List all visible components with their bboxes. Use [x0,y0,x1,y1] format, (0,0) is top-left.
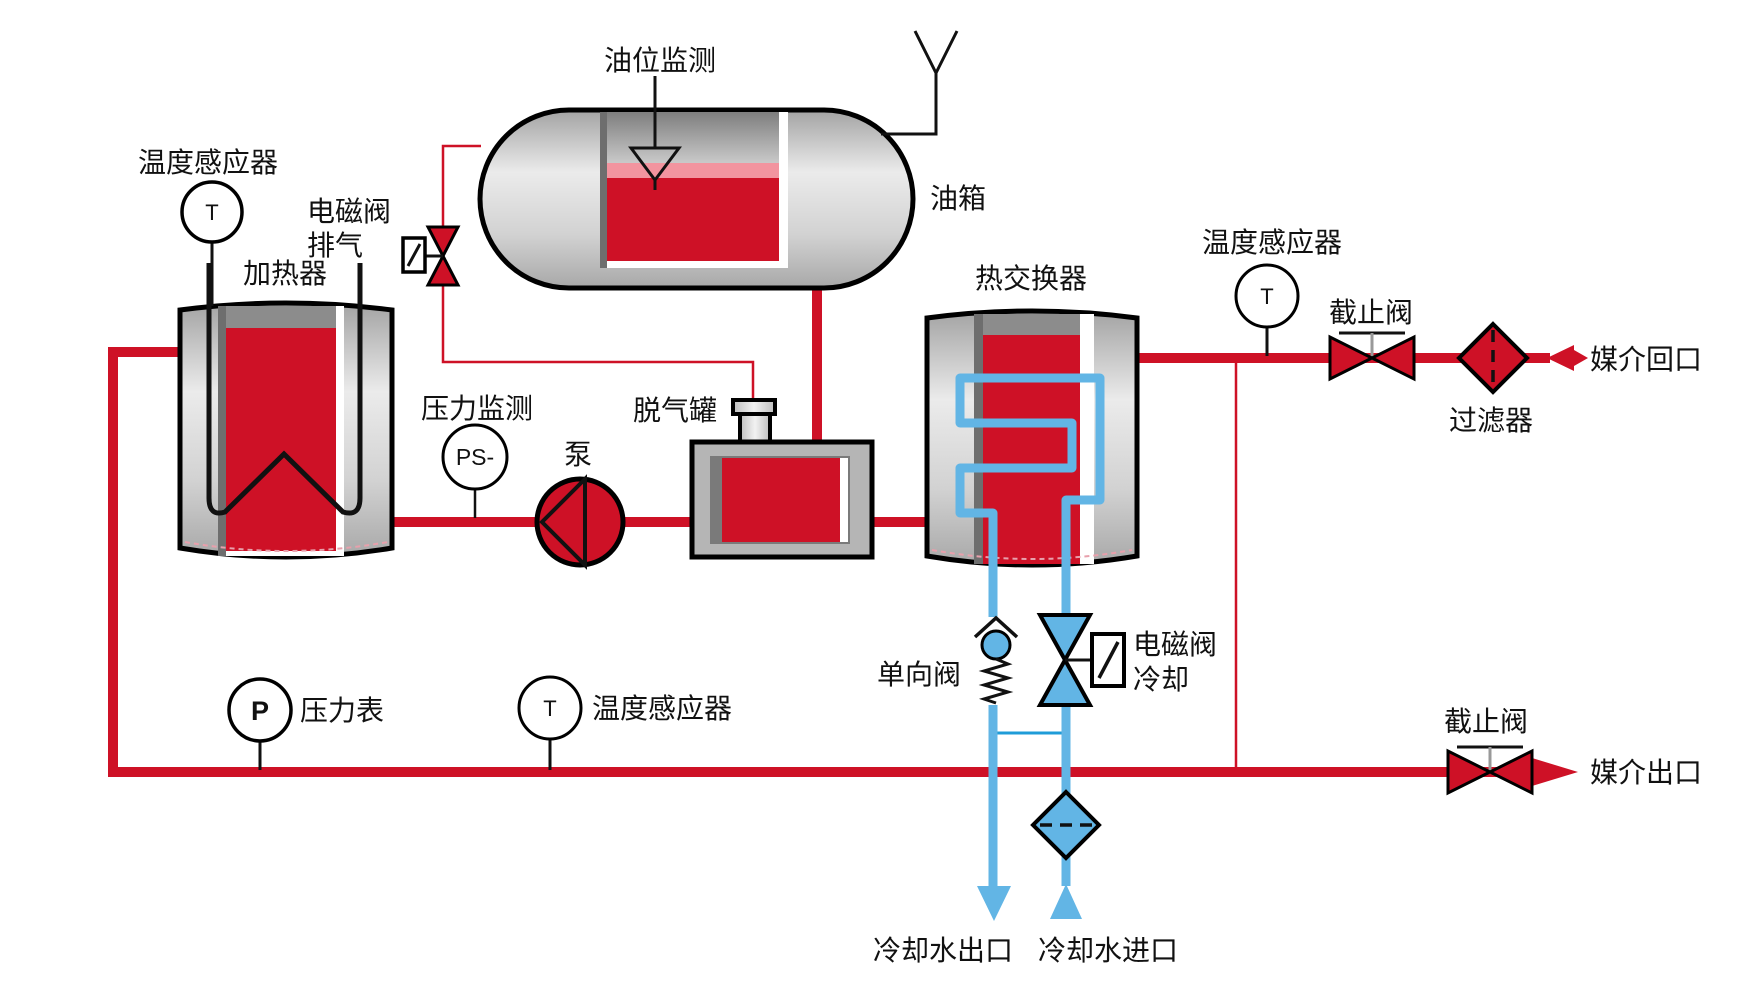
stop-valve-top-icon [1328,331,1416,382]
label-pump: 泵 [564,439,592,470]
heat-exchanger-vessel [924,308,1140,568]
pressure-switch-gauge: PS- [441,423,509,518]
exchanger-window-edge [974,314,983,564]
gauge-letter-t3: T [543,696,556,721]
label-cooling-water-outlet: 冷却水出口 [873,935,1013,966]
label-pressure-monitor: 压力监测 [421,393,533,424]
label-temp-sensor-top: 温度感应器 [138,147,278,178]
label-temp-sensor-right: 温度感应器 [1202,227,1342,258]
oil-tank-window-edge [600,112,607,268]
label-filter: 过滤器 [1449,405,1533,436]
label-solenoid-cooling-2: 冷却 [1133,664,1189,695]
pump-impeller [539,474,587,570]
label-heat-exchanger: 热交换器 [975,263,1087,294]
gauge-letter-p: P [251,696,269,726]
red-arrows [1532,345,1588,786]
label-oil-tank: 油箱 [930,183,986,214]
solenoid-valve-exhaust-icon [401,225,461,287]
label-oil-level-monitor: 油位监测 [604,45,716,76]
pump-body [534,476,626,568]
label-temp-sensor-bottom: 温度感应器 [592,693,732,724]
degas-liquid [722,458,840,542]
degas-cap-flange [731,398,777,416]
gauge-letter-ps: PS- [456,444,494,470]
label-stop-valve-bottom: 截止阀 [1444,706,1528,737]
label-solenoid-cooling-1: 电磁阀 [1133,629,1217,660]
heater-headband [226,306,336,328]
gauge-letter-t1: T [205,200,218,225]
gauge-letter-t2: T [1260,284,1273,309]
pressure-gauge: P [227,677,293,770]
heater-liquid [226,328,336,551]
label-check-valve: 单向阀 [877,659,961,690]
labels: 温度感应器 加热器 电磁阀 排气 油位监测 油箱 压力监测 泵 脱气罐 热交换器… [138,45,1702,966]
cooling-inlet-arrow-icon [1050,884,1082,919]
heating-element-icon [206,263,363,516]
water-filter-icon [1030,789,1102,861]
heater-bottom-rim [184,541,389,552]
exhaust-line-path [441,144,755,406]
label-degassing-tank: 脱气罐 [633,395,717,426]
label-solenoid-exhaust-2: 排气 [307,230,363,261]
medium-outlet-arrow-icon [1532,758,1578,786]
degassing-tank [689,398,875,560]
level-antenna-icon [881,30,959,136]
label-medium-return: 媒介回口 [1590,344,1702,375]
oil-liquid [607,178,779,261]
exchanger-headband [983,314,1080,335]
solenoid-valve-cooling-icon [1036,613,1126,707]
temp-sensor-bottom-gauge: T [517,675,583,770]
filter-icon [1456,321,1530,395]
oil-tank-headspace [607,112,779,163]
label-solenoid-exhaust-1: 电磁阀 [307,196,391,227]
exchanger-bottom-rim [931,549,1133,560]
exhaust-line [441,144,755,406]
medium-return-taper-icon [1574,350,1588,366]
level-probe-icon [628,76,682,190]
label-pressure-gauge: 压力表 [300,695,384,726]
heater-window-edge [218,306,226,556]
heater-vessel [177,263,395,560]
check-valve-icon [973,615,1019,705]
medium-return-arrow-icon [1547,345,1574,371]
stop-valve-bottom-icon [1446,745,1534,796]
oil-tank [477,30,959,291]
degas-highlight [840,458,848,542]
label-medium-outlet: 媒介出口 [1590,757,1702,788]
pipe-outlet-loop [108,347,1536,777]
temp-sensor-top-gauge: T [180,180,244,306]
label-heater: 加热器 [243,258,327,289]
exchanger-coil-icon [955,373,1105,617]
cooling-circuit [955,373,1126,921]
oil-level-band [607,163,779,178]
label-stop-valve-top: 截止阀 [1329,297,1413,328]
cooling-arrows [977,884,1082,921]
cooling-outlet-arrow-icon [977,886,1011,921]
temp-sensor-right-gauge: T [1234,263,1300,356]
label-cooling-water-inlet: 冷却水进口 [1038,935,1178,966]
cooling-pipes [955,373,1105,888]
pump-icon [534,474,626,570]
